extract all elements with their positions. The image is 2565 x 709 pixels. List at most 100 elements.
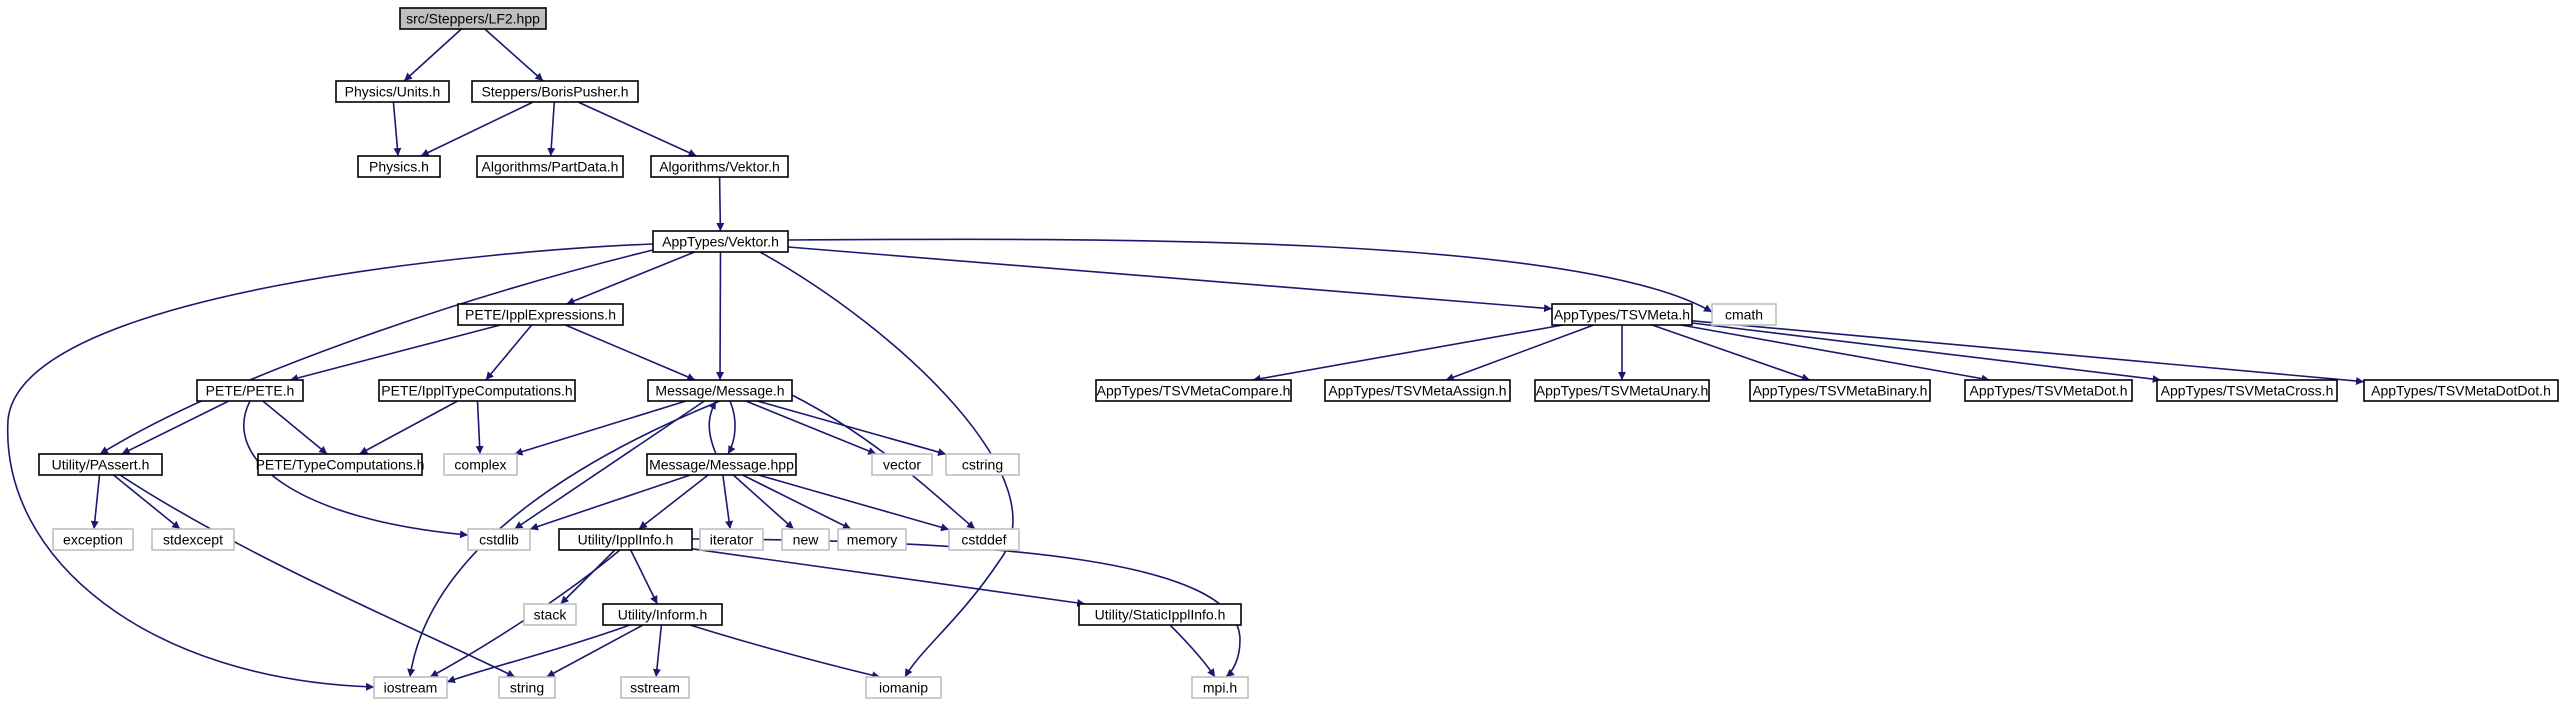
node-label-memory: memory [847,532,898,548]
node-box-mpi [1191,676,1249,699]
node-box-iostream [373,676,448,699]
node-cstring: cstring [945,453,1020,476]
node-vector: vector [871,453,933,476]
node-box-messagehpp [646,453,797,476]
node-new: new [781,528,830,551]
node-ipplexpr[interactable]: PETE/IpplExpressions.h [457,303,624,326]
node-tsvdotdot[interactable]: AppTypes/TSVMetaDotDot.h [2363,379,2559,402]
node-cstdlib: cstdlib [467,528,531,551]
node-ipplinfo[interactable]: Utility/IpplInfo.h [558,528,693,551]
node-box-tsvcross [2156,379,2338,402]
node-box-ippltype [378,379,576,402]
node-tsvcompare[interactable]: AppTypes/TSVMetaCompare.h [1095,379,1292,402]
edge-passert-to-exception [90,474,101,530]
node-box-lf2 [399,7,547,30]
node-cmath: cmath [1711,303,1777,326]
edge-appvektor-to-passert [99,249,654,455]
node-box-vector [871,453,933,476]
node-passert[interactable]: Utility/PAssert.h [38,453,163,476]
edge-message-to-messagehpp [727,400,736,455]
node-box-ipplexpr [457,303,624,326]
node-mpi: mpi.h [1191,676,1249,699]
node-tsvdot[interactable]: AppTypes/TSVMetaDot.h [1964,379,2133,402]
node-partdata[interactable]: Algorithms/PartData.h [476,155,624,178]
node-label-new: new [793,532,820,548]
node-label-tsvunary: AppTypes/TSVMetaUnary.h [1536,383,1708,399]
node-iomanip: iomanip [865,676,942,699]
node-typecomp[interactable]: PETE/TypeComputations.h [256,453,425,476]
node-label-messagehpp: Message/Message.hpp [649,457,794,473]
node-label-stack: stack [534,607,568,623]
node-box-cstdlib [467,528,531,551]
edge-ipplexpr-to-ippltype [485,324,533,381]
edge-ipplexpr-to-pete [289,324,501,382]
node-exception: exception [52,528,134,551]
node-pete[interactable]: PETE/PETE.h [196,379,304,402]
node-boris[interactable]: Steppers/BorisPusher.h [471,80,639,103]
node-units[interactable]: Physics/Units.h [335,80,450,103]
node-label-stdexcept: stdexcept [163,532,223,548]
node-ippltype[interactable]: PETE/IpplTypeComputations.h [378,379,576,402]
edge-appvektor-to-iostream [7,243,654,691]
node-lf2[interactable]: src/Steppers/LF2.hpp [399,7,547,30]
node-box-stdexcept [151,528,235,551]
node-physics[interactable]: Physics.h [357,155,441,178]
node-label-tsvassign: AppTypes/TSVMetaAssign.h [1328,383,1506,399]
edge-pete-to-passert [121,400,230,455]
node-iterator: iterator [699,528,764,551]
node-tsvcross[interactable]: AppTypes/TSVMetaCross.h [2156,379,2338,402]
node-inform[interactable]: Utility/Inform.h [602,603,723,626]
edge-tsvmeta-to-tsvassign [1445,324,1594,381]
node-label-staticippl: Utility/StaticIpplInfo.h [1095,607,1226,623]
node-label-iostream: iostream [384,680,438,696]
edge-inform-to-iomanip [689,624,881,680]
edge-units-to-physics [392,101,402,157]
node-box-tsvbinary [1749,379,1931,402]
edge-messagehpp-to-iterator [722,474,734,530]
edge-boris-to-algvektor [577,101,697,157]
node-label-cstdlib: cstdlib [479,532,519,548]
node-box-cstddef [948,528,1020,551]
edge-lf2-to-boris [484,28,544,82]
edge-messagehpp-to-cstdlib [529,474,691,531]
edge-tsvmeta-to-tsvcompare [1252,324,1563,383]
edge-algvektor-to-appvektor [716,176,725,232]
edge-appvektor-to-cmath [787,238,1713,313]
node-algvektor[interactable]: Algorithms/Vektor.h [650,155,789,178]
node-messagehpp[interactable]: Message/Message.hpp [646,453,797,476]
node-label-iomanip: iomanip [879,680,928,696]
edge-inform-to-iostream [446,624,631,684]
edge-passert-to-string [119,474,516,678]
edge-tsvmeta-to-tsvbinary [1651,324,1811,382]
edge-inform-to-sstream [652,624,663,678]
edge-inform-to-string [546,624,644,678]
node-tsvbinary[interactable]: AppTypes/TSVMetaBinary.h [1749,379,1931,402]
node-box-passert [38,453,163,476]
node-box-tsvassign [1324,379,1511,402]
node-box-pete [196,379,304,402]
node-staticippl[interactable]: Utility/StaticIpplInfo.h [1078,603,1242,626]
node-message[interactable]: Message/Message.h [647,379,793,402]
node-label-tsvmeta: AppTypes/TSVMeta.h [1554,307,1690,323]
node-box-stack [523,603,577,626]
node-box-iterator [699,528,764,551]
edge-messagehpp-to-message [708,400,717,455]
node-label-vector: vector [883,457,921,473]
edge-ipplexpr-to-message [564,324,696,381]
node-string: string [498,676,556,699]
node-label-iterator: iterator [710,532,754,548]
node-label-typecomp: PETE/TypeComputations.h [256,457,425,473]
node-appvektor[interactable]: AppTypes/Vektor.h [652,230,789,253]
node-label-tsvcross: AppTypes/TSVMetaCross.h [2161,383,2334,399]
edge-message-to-vector [745,400,877,455]
node-tsvmeta[interactable]: AppTypes/TSVMeta.h [1551,303,1693,326]
node-box-tsvcompare [1095,379,1292,402]
node-tsvassign[interactable]: AppTypes/TSVMetaAssign.h [1324,379,1511,402]
node-box-ipplinfo [558,528,693,551]
node-label-ipplexpr: PETE/IpplExpressions.h [465,307,616,323]
node-tsvunary[interactable]: AppTypes/TSVMetaUnary.h [1534,379,1710,402]
node-box-boris [471,80,639,103]
node-box-string [498,676,556,699]
node-label-appvektor: AppTypes/Vektor.h [662,234,779,250]
